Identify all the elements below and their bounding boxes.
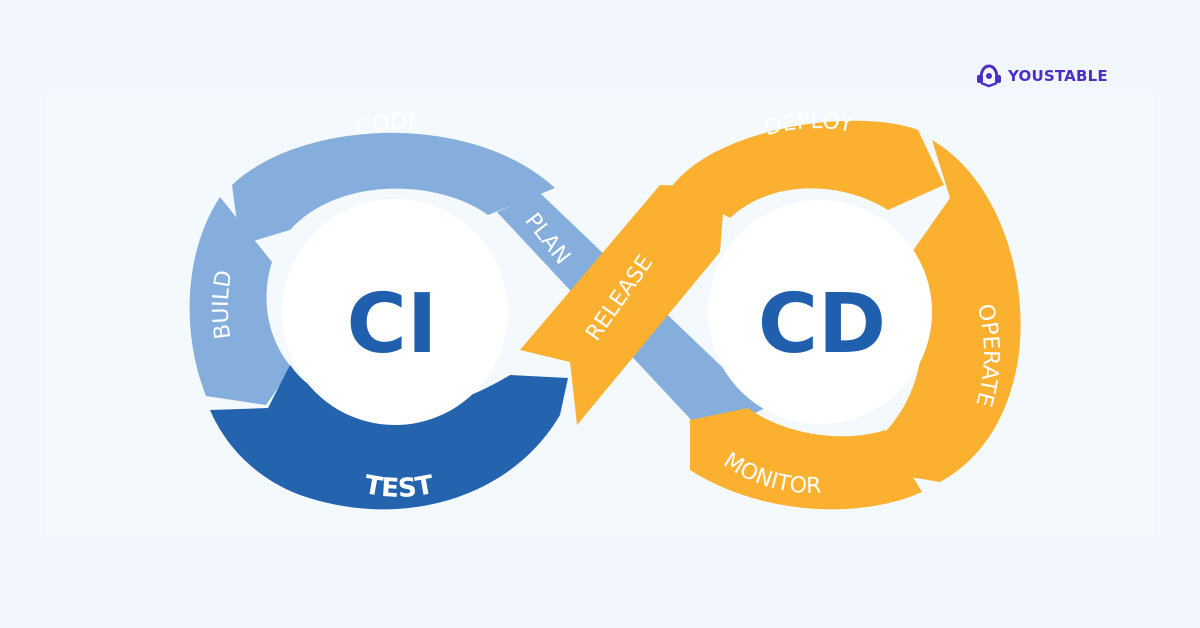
test-label: TEST — [362, 470, 436, 504]
ci-hub-circle — [282, 199, 508, 425]
helmet-logo-icon — [977, 64, 1001, 88]
plan-segment — [498, 196, 608, 290]
brand-logo: YOUSTABLE — [974, 62, 1108, 90]
build-label: BUILD — [209, 268, 238, 340]
test-segment — [210, 365, 568, 510]
deploy-segment — [672, 120, 944, 218]
release-arrow — [520, 185, 725, 425]
brand-name: YOUSTABLE — [1008, 67, 1108, 85]
ci-label: CI — [347, 277, 438, 372]
build-segment — [189, 197, 292, 405]
operate-segment — [880, 140, 1021, 482]
monitor-segment — [690, 408, 922, 510]
code-segment — [232, 132, 555, 245]
cd-label: CD — [758, 277, 886, 372]
cd-hub-circle — [708, 200, 932, 424]
